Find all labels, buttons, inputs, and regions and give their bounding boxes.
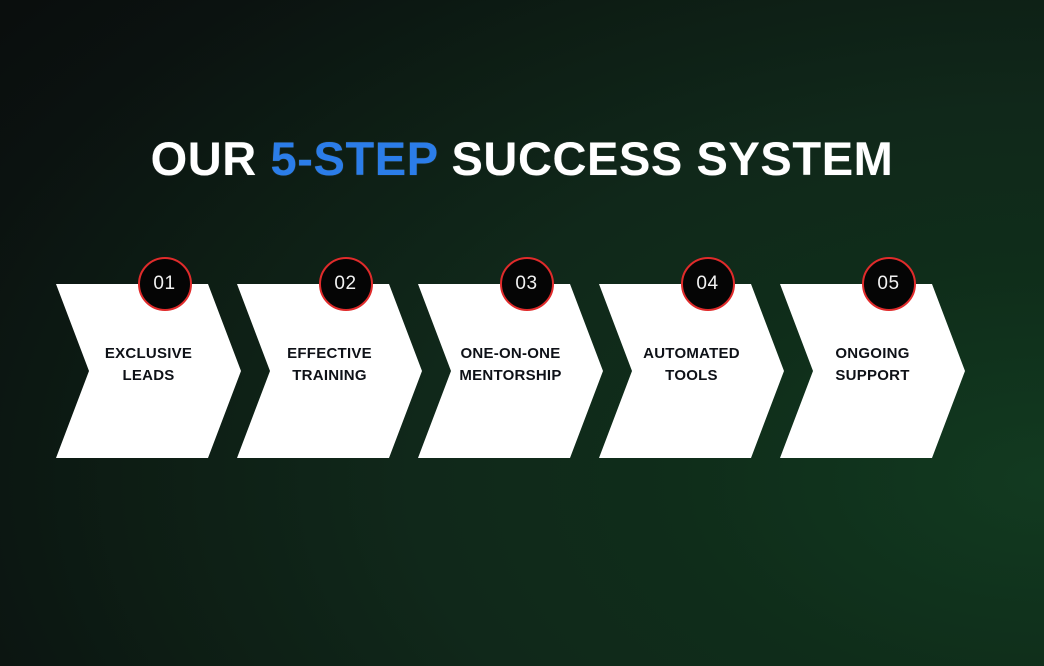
step-label: ONE-ON-ONE MENTORSHIP	[459, 345, 562, 385]
step-number-badge: 04	[680, 257, 735, 311]
step-number-text: 03	[515, 273, 538, 294]
step-label: AUTOMATED TOOLS	[643, 345, 740, 385]
step-label: ONGOING SUPPORT	[835, 345, 910, 385]
page-title: OUR 5-STEP SUCCESS SYSTEM	[0, 133, 1044, 185]
page-title-accent: 5-STEP	[270, 132, 438, 185]
step-number-badge: 01	[137, 257, 192, 311]
step-number-text: 02	[334, 273, 357, 294]
step-number-text: 05	[877, 273, 900, 294]
step-number-badge: 05	[861, 257, 916, 311]
step-number-badge: 03	[499, 257, 554, 311]
page-title-part-one: OUR	[150, 132, 271, 185]
step-number-text: 01	[153, 273, 176, 294]
step-number-badge: 02	[318, 257, 373, 311]
page-title-part-two: SUCCESS SYSTEM	[437, 132, 894, 185]
step-number-text: 04	[696, 273, 719, 294]
step-label: EFFECTIVE TRAINING	[287, 345, 372, 385]
step-label: EXCLUSIVE LEADS	[104, 345, 193, 385]
